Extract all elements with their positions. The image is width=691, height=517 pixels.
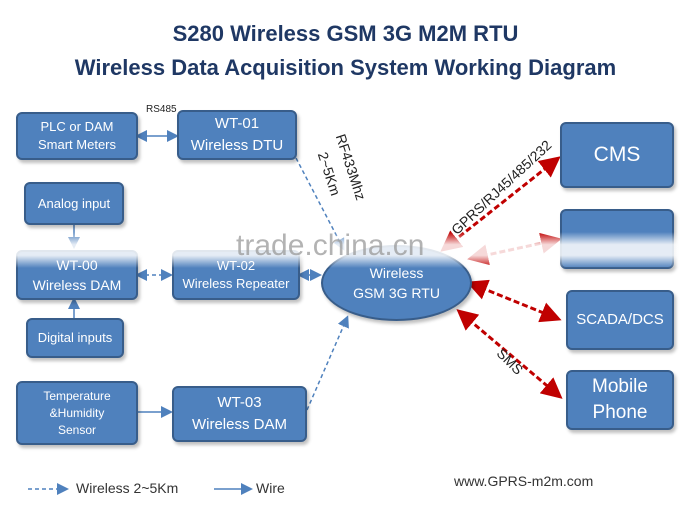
analog-input-box: Analog input [24, 182, 124, 225]
wt03-dam-box: WT-03 Wireless DAM [172, 386, 307, 442]
plc-smart-meters-box: PLC or DAM Smart Meters [16, 112, 138, 160]
digital-inputs-label: Digital inputs [37, 330, 113, 345]
wt03-line-2: Wireless DAM [191, 416, 287, 433]
scada-label: SCADA/DCS [576, 311, 664, 328]
plc-line-1: PLC or DAM [40, 119, 114, 134]
hidden-node-box [560, 209, 674, 269]
wt01-line-1: WT-01 [214, 115, 260, 132]
rtu-line-2: GSM 3G RTU [353, 285, 440, 301]
link-rtu-hidden [467, 232, 562, 266]
wt02-line-2: Wireless Repeater [182, 276, 290, 291]
wt00-line-2: Wireless DAM [32, 277, 122, 293]
legend-wire: Wire [256, 480, 285, 496]
digital-inputs-box: Digital inputs [26, 318, 124, 358]
temperature-humidity-sensor-box: Temperature &Humidity Sensor [16, 381, 138, 445]
wireless-wt03-rtu [306, 315, 349, 411]
temp-line-3: Sensor [57, 422, 97, 437]
wt01-line-2: Wireless DTU [190, 137, 284, 154]
link-rtu-mobile [456, 309, 563, 399]
wt00-dam-box: WT-00 Wireless DAM [16, 250, 138, 300]
website-label: www.GPRS-m2m.com [454, 473, 594, 489]
wt01-dtu-box: WT-01 Wireless DTU [177, 110, 297, 160]
mobile-line-2: Phone [592, 402, 648, 423]
mobile-phone-box: Mobile Phone [566, 370, 674, 430]
rs485-label: RS485 [146, 104, 177, 115]
wt03-line-1: WT-03 [217, 394, 262, 411]
link-rtu-scada [466, 279, 562, 323]
plc-line-2: Smart Meters [37, 137, 116, 152]
mobile-line-1: Mobile [592, 376, 648, 397]
legend-wireless: Wireless 2~5Km [76, 480, 179, 496]
cms-box: CMS [560, 122, 674, 188]
title-line-1: S280 Wireless GSM 3G M2M RTU [172, 21, 519, 46]
watermark: trade.china.cn [236, 229, 425, 262]
wt00-line-1: WT-00 [56, 257, 98, 273]
scada-dcs-box: SCADA/DCS [566, 290, 674, 350]
temp-line-2: &Humidity [49, 405, 105, 420]
analog-input-label: Analog input [37, 195, 111, 211]
cms-label: CMS [593, 143, 641, 166]
rtu-line-1: Wireless [369, 265, 424, 281]
title-line-2: Wireless Data Acquisition System Working… [74, 55, 617, 80]
temp-line-1: Temperature [43, 388, 111, 403]
